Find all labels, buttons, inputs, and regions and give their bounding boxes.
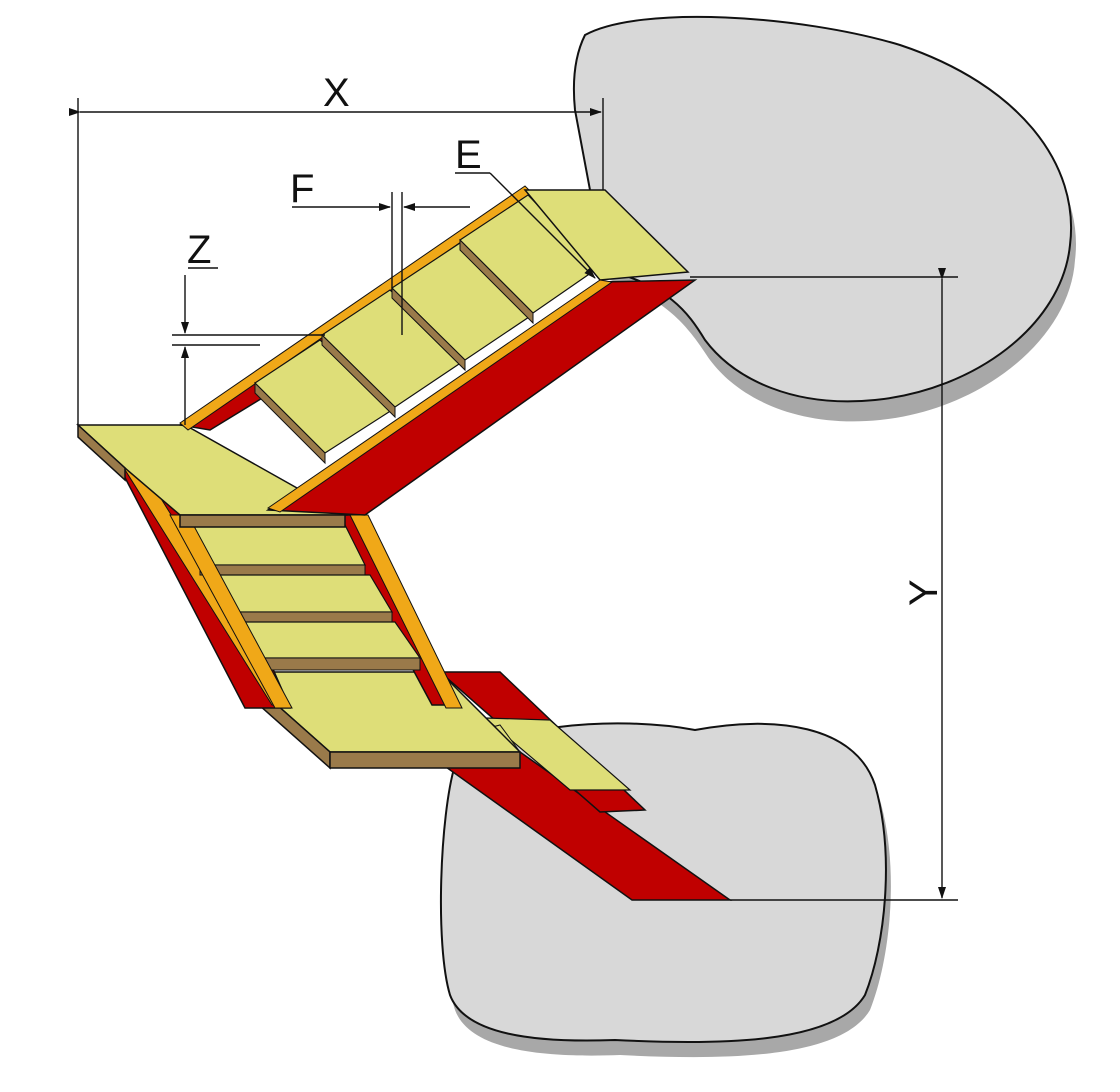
dimension-label-x: X (323, 71, 350, 115)
dimension-lines (69, 98, 958, 901)
dimension-label-e: E (455, 133, 482, 177)
dimension-label-y: Y (902, 579, 946, 606)
dimension-label-z: Z (187, 228, 211, 272)
upper-floor-slab (572, 15, 1077, 422)
middle-flight (118, 464, 463, 709)
upper-flight (178, 185, 698, 516)
upper-landing (76, 423, 348, 528)
dimension-label-f: F (290, 167, 314, 211)
